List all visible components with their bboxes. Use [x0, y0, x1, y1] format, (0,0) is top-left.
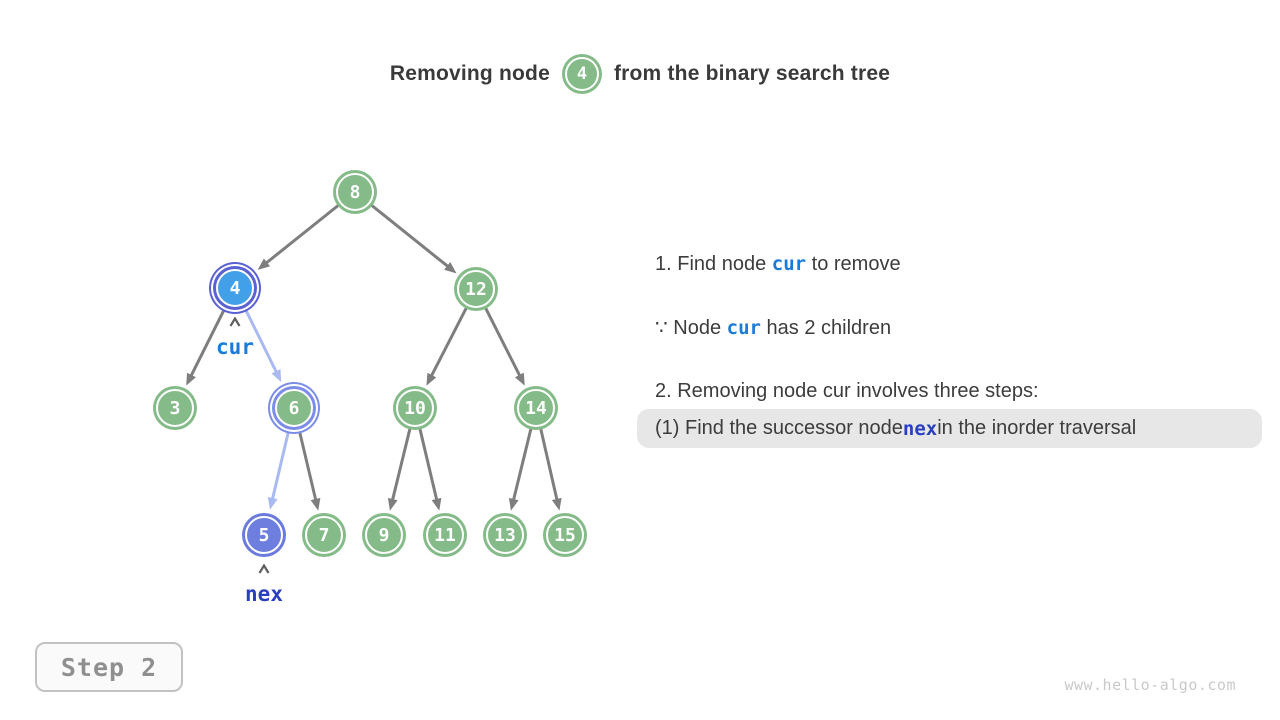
note-1-text-post: to remove: [806, 253, 901, 275]
note-line-1: 1. Find node cur to remove: [655, 253, 901, 276]
note-3-text: 2. Removing node cur involves three step…: [655, 380, 1039, 402]
note-1-text: 1. Find node: [655, 253, 772, 275]
tree-node-15: 15: [546, 516, 584, 554]
note-4-text: (1) Find the successor node: [655, 417, 903, 439]
tree-node-12: 12: [457, 270, 495, 308]
cur-keyword: cur: [726, 317, 761, 339]
tree-edge-4-6: [243, 307, 282, 382]
step-badge: Step 2: [35, 642, 183, 692]
note-2-text-post: has 2 children: [760, 317, 892, 339]
tree-edge-8-12: [368, 202, 457, 274]
note-line-3: 2. Removing node cur involves three step…: [655, 380, 1039, 403]
title-node-badge: 4: [564, 57, 599, 91]
tree-node-7: 7: [305, 516, 343, 554]
note-2-text: ∵ Node: [655, 317, 727, 339]
tree-node-8: 8: [336, 173, 374, 211]
tree-edge-12-10: [426, 304, 470, 386]
tree-edge-10-11: [417, 425, 442, 511]
tree-edge-6-7: [297, 429, 321, 511]
tree-edge-14-15: [538, 425, 562, 511]
tree-node-4: 4: [216, 269, 254, 307]
tree-node-10: 10: [396, 389, 434, 427]
page-title: Removing node 4 from the binary search t…: [0, 52, 1280, 96]
cur-pointer-label: cur: [216, 335, 254, 359]
cur-caret-up-icon: [229, 317, 241, 327]
nex-caret-up-icon: [258, 564, 270, 574]
tree-node-9: 9: [365, 516, 403, 554]
tree-node-6: 6: [275, 389, 313, 427]
tree-edge-6-5: [267, 429, 291, 510]
tree-node-5: 5: [245, 516, 283, 554]
tree-edge-4-3: [186, 307, 227, 386]
current-substep-highlight: [637, 409, 1262, 448]
tree-node-14: 14: [517, 389, 555, 427]
tree-edge-10-9: [387, 425, 413, 511]
nex-pointer-label: nex: [245, 582, 283, 606]
tree-node-3: 3: [156, 389, 194, 427]
title-prefix: Removing node: [389, 62, 550, 85]
watermark: www.hello-algo.com: [1064, 676, 1236, 694]
nex-keyword: nex: [902, 417, 938, 440]
tree-edge-14-13: [508, 425, 534, 511]
tree-node-13: 13: [486, 516, 524, 554]
tree-node-11: 11: [426, 516, 464, 554]
note-line-4: (1) Find the successor node nex in the i…: [655, 409, 1136, 448]
cur-keyword: cur: [771, 253, 807, 275]
tree-edge-8-4: [257, 202, 342, 270]
title-suffix: from the binary search tree: [613, 62, 891, 85]
tree-edge-12-14: [482, 304, 525, 386]
note-line-2: ∵ Node cur has 2 children: [655, 315, 891, 340]
note-4-text-post: in the inorder traversal: [937, 417, 1137, 439]
